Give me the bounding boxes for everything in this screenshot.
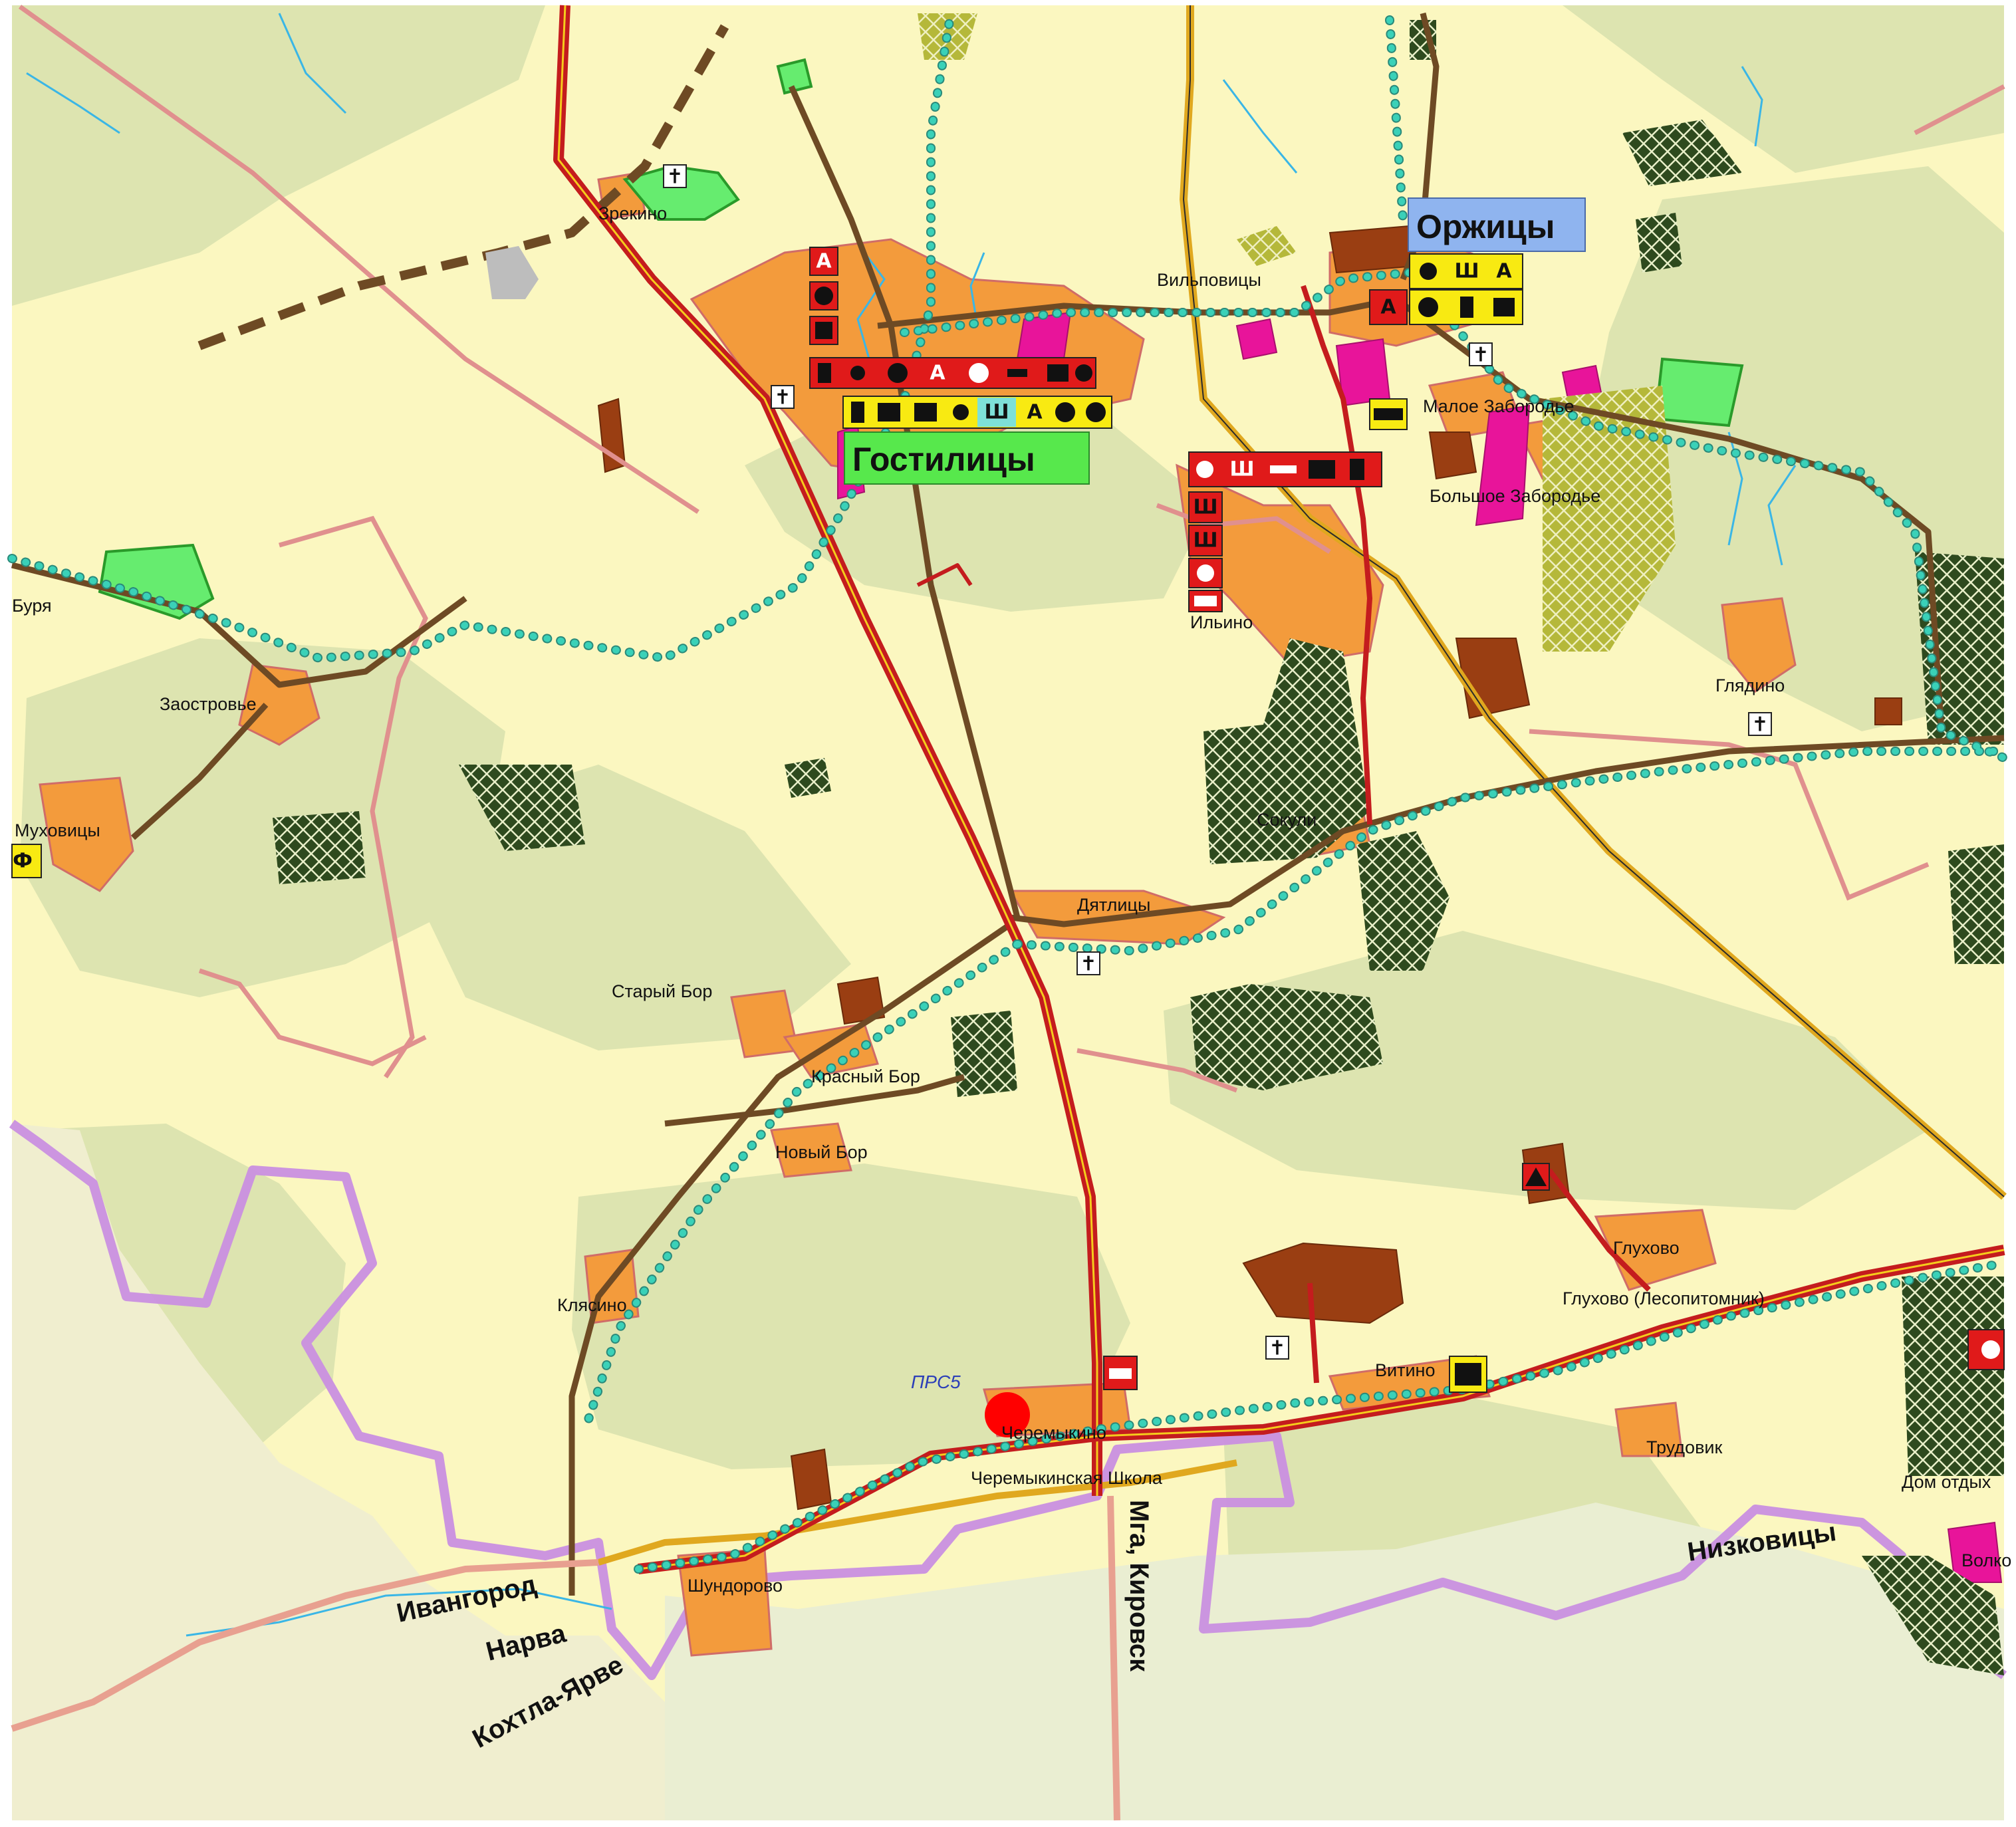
external-roads — [11, 1495, 1120, 1821]
prs-marker[interactable] — [985, 1392, 1030, 1437]
basketball-icon — [1418, 297, 1438, 317]
industrial-zones — [597, 225, 1902, 1511]
parks — [98, 58, 1744, 620]
place-label: Малое Забородье — [1423, 396, 1574, 416]
major-label-orzhitsy: Оржицы — [1408, 197, 1586, 252]
place-label: Шундорово — [688, 1576, 783, 1596]
book-icon — [1460, 297, 1473, 318]
place-label: Глухово — [1613, 1238, 1680, 1258]
place-label: Заостровье — [160, 694, 257, 714]
place-label: Старый Бор — [612, 981, 712, 1001]
auto-icon: А — [1027, 401, 1043, 424]
settlement-glyadino — [1721, 597, 1797, 693]
child-icon — [850, 366, 865, 380]
book-icon — [818, 363, 831, 383]
hatched-forest — [273, 20, 2004, 1675]
cemetery-icon: ✝ — [666, 166, 683, 189]
school-icon: Ш — [1229, 458, 1254, 481]
building-icon — [914, 403, 937, 422]
auto-icon: А — [1380, 296, 1396, 319]
football-icon — [1086, 402, 1106, 422]
basketball-icon — [888, 363, 908, 383]
place-label: Буря — [12, 596, 52, 616]
cemetery-icon: ✝ — [1751, 713, 1768, 737]
place-label: Витино — [1375, 1360, 1435, 1380]
book-icon — [1350, 459, 1364, 480]
main-roads — [553, 5, 2005, 1574]
place-label: Вильповицы — [1157, 270, 1261, 290]
school-icon: Ш — [1454, 260, 1479, 283]
auto-icon: А — [816, 250, 832, 273]
hatched-area-yellow — [918, 13, 1676, 652]
tourist-route-dots — [9, 10, 2007, 1572]
museum-icon — [1047, 364, 1069, 382]
globe-icon — [1981, 1340, 2000, 1359]
parcel-boundaries — [18, 5, 2005, 1093]
place-labels: Зрекино Вильповицы Малое Забородье Больш… — [12, 203, 2011, 1596]
cemetery-icon: ✝ — [1080, 953, 1096, 976]
museum-icon — [1309, 460, 1335, 479]
settlement-novy-bor — [770, 1122, 852, 1178]
settlement-trudovik — [1614, 1401, 1684, 1457]
cemetery-icons: ✝ ✝ ✝ ✝ ✝ ✝ — [663, 164, 1772, 1360]
bus-icon — [1109, 1368, 1132, 1379]
settlement-zaostrovye — [238, 664, 320, 746]
place-label: Новый Бор — [775, 1142, 868, 1162]
railway — [597, 5, 2007, 1566]
place-label: Дом отдых — [1902, 1472, 1991, 1492]
pool-icon — [1270, 465, 1297, 473]
dashed-road — [197, 24, 729, 350]
place-label: Волко — [1961, 1550, 2011, 1570]
major-label-gostilitsy-text: Гостилицы — [852, 441, 1035, 478]
sport-ball-icon — [815, 287, 833, 305]
school-icon: Ш — [1193, 529, 1217, 552]
place-label: Трудовик — [1646, 1437, 1722, 1457]
book-icon — [851, 402, 864, 423]
place-label: Большое Забородье — [1430, 486, 1600, 506]
place-label: Муховицы — [15, 820, 100, 840]
bus-icon — [1374, 408, 1403, 420]
place-label: Глядино — [1715, 675, 1785, 695]
auto-icon: А — [930, 362, 945, 385]
football-icon — [1075, 364, 1092, 382]
facility-icons: А А Ш А Ш А А — [11, 247, 2005, 1393]
place-label: Черемыкинская Школа — [971, 1468, 1163, 1488]
cemetery-icon: ✝ — [774, 386, 791, 410]
child-icon — [1420, 263, 1437, 280]
cemetery-icon: ✝ — [1269, 1337, 1285, 1360]
building-icon — [815, 322, 832, 339]
building-icon — [878, 403, 900, 422]
cemetery-icon: ✝ — [1472, 344, 1489, 367]
place-label: Глухово (Лесопитомник) — [1563, 1288, 1765, 1308]
pharmacy-icon: Ф — [13, 850, 33, 873]
direction-label-mga-kirovsk: Мга, Кировск — [1124, 1500, 1154, 1672]
school-icon: Ш — [1193, 496, 1217, 519]
warning-icon — [1525, 1167, 1547, 1186]
child-icon — [1196, 461, 1213, 478]
place-label: Зрекино — [598, 203, 667, 223]
major-label-orzhitsy-text: Оржицы — [1416, 208, 1555, 245]
quarry-area — [485, 246, 539, 299]
globe-icon — [969, 363, 989, 383]
prs-marker-label: ПРС5 — [911, 1372, 961, 1392]
museum-icon — [1455, 1363, 1481, 1386]
place-label: Ильино — [1190, 612, 1253, 632]
place-label: Сокули — [1257, 810, 1317, 830]
place-label: Дятлицы — [1077, 895, 1150, 915]
building-icon — [1493, 298, 1515, 316]
pool-icon — [1007, 369, 1027, 377]
place-label: Клясино — [557, 1295, 627, 1315]
major-label-gostilitsy: Гостилицы — [844, 431, 1090, 485]
auto-icon: А — [1496, 260, 1512, 283]
settlement-mukhovitsy — [39, 777, 134, 892]
place-label: Черемыкино — [1001, 1423, 1106, 1443]
place-label: Красный Бор — [811, 1066, 920, 1086]
district-border — [9, 1120, 2007, 1680]
child-icon — [953, 404, 969, 420]
school-icon: Ш — [984, 401, 1009, 424]
child-icon — [1197, 564, 1214, 582]
basketball-icon — [1055, 402, 1075, 422]
bus-icon — [1194, 596, 1217, 606]
